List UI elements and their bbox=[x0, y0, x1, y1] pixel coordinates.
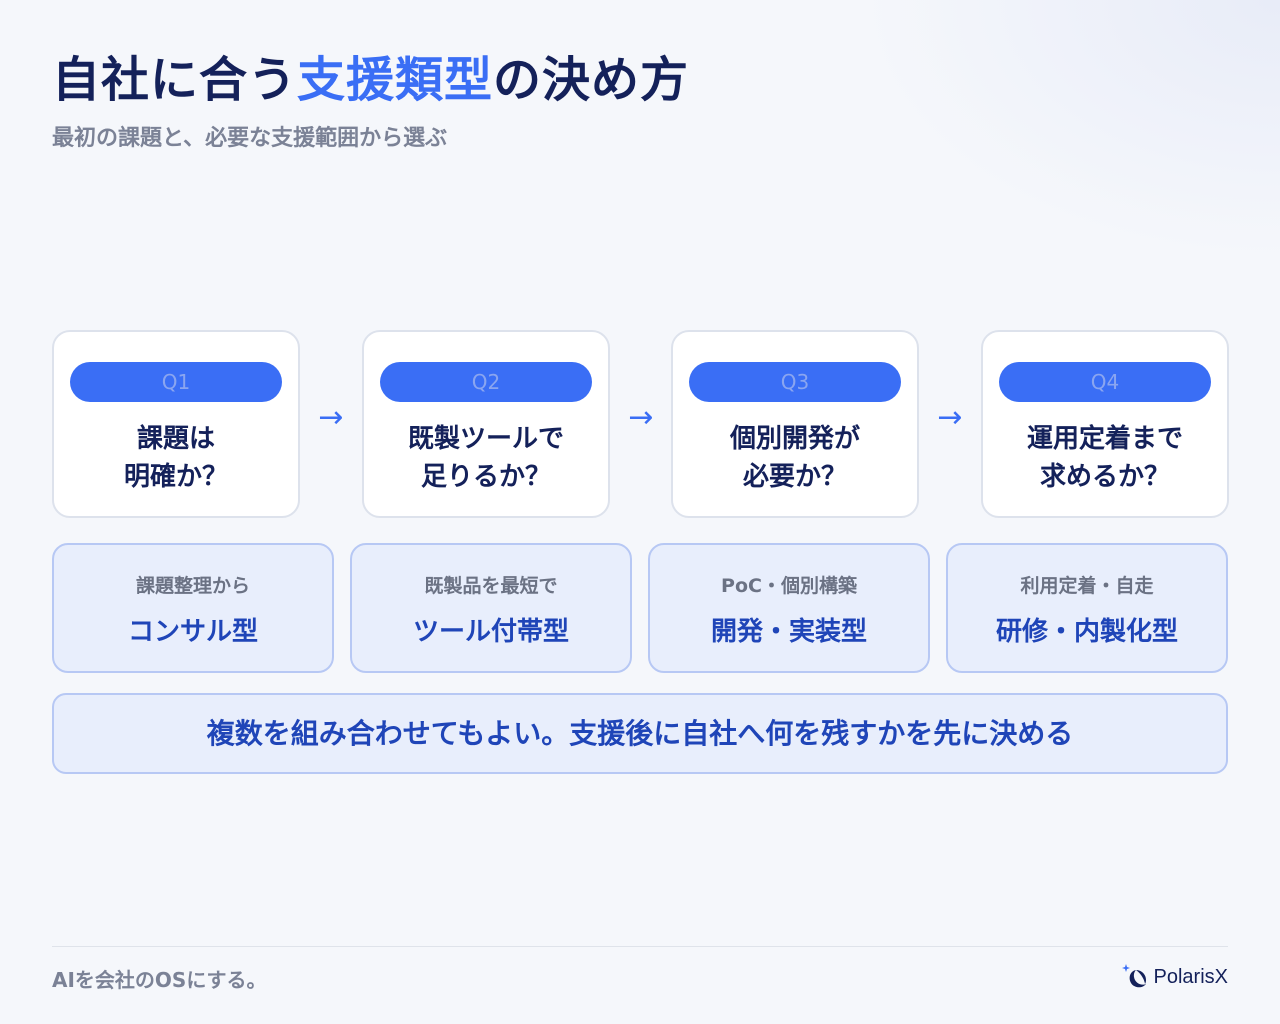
question-card-q2: Q2 既製ツールで 足りるか？ bbox=[362, 330, 610, 518]
support-type-name: 研修・内製化型 bbox=[995, 617, 1178, 647]
question-card-q4: Q4 運用定着まで 求めるか？ bbox=[981, 330, 1229, 518]
question-text-q3: 個別開発が 必要か？ bbox=[729, 424, 860, 492]
page-title: 自社に合う支援類型の決め方 bbox=[52, 40, 689, 110]
polaris-star-moon-icon bbox=[1121, 964, 1146, 988]
support-type-sub: 利用定着・自走 bbox=[1020, 575, 1154, 597]
page-subtitle: 最初の課題と、必要な支援範囲から選ぶ bbox=[52, 126, 448, 151]
support-type-card-training: 利用定着・自走 研修・内製化型 bbox=[946, 543, 1228, 673]
brand-logo-text: PolarisX bbox=[1153, 965, 1228, 988]
title-accent: 支援類型 bbox=[297, 52, 494, 108]
question-text-q1: 課題は 明確か？ bbox=[123, 424, 228, 492]
support-type-sub: 課題整理から bbox=[135, 575, 250, 597]
note-banner: 複数を組み合わせてもよい。支援後に自社へ何を残すかを先に決める bbox=[52, 693, 1228, 774]
question-label-q3: Q3 bbox=[689, 362, 901, 402]
arrow-icon: → bbox=[628, 400, 654, 435]
support-type-sub: 既製品を最短で bbox=[424, 575, 558, 597]
support-type-name: コンサル型 bbox=[127, 617, 258, 647]
question-text-q2: 既製ツールで 足りるか？ bbox=[407, 424, 564, 492]
support-type-card-dev: PoC・個別構築 開発・実装型 bbox=[648, 543, 930, 673]
footer-divider bbox=[52, 946, 1228, 947]
title-part2: の決め方 bbox=[493, 52, 690, 108]
question-label-q1: Q1 bbox=[70, 362, 282, 402]
question-card-q1: Q1 課題は 明確か？ bbox=[52, 330, 300, 518]
question-label-q2: Q2 bbox=[380, 362, 592, 402]
support-type-name: 開発・実装型 bbox=[710, 617, 867, 647]
arrow-icon: → bbox=[318, 400, 344, 435]
support-type-card-tool: 既製品を最短で ツール付帯型 bbox=[350, 543, 632, 673]
support-type-sub: PoC・個別構築 bbox=[721, 575, 857, 597]
question-row: Q1 課題は 明確か？ → Q2 既製ツールで 足りるか？ → Q3 個別開発が… bbox=[52, 330, 1229, 518]
question-label-q4: Q4 bbox=[999, 362, 1211, 402]
title-part1: 自社に合う bbox=[52, 52, 298, 108]
support-type-card-consult: 課題整理から コンサル型 bbox=[52, 543, 334, 673]
footer-tagline: AIを会社のOSにする。 bbox=[52, 968, 267, 992]
brand-logo: PolarisX bbox=[1121, 962, 1228, 992]
support-type-row: 課題整理から コンサル型 既製品を最短で ツール付帯型 PoC・個別構築 開発・… bbox=[52, 543, 1228, 673]
background-glow bbox=[860, 0, 1280, 260]
question-text-q4: 運用定着まで 求めるか？ bbox=[1026, 424, 1183, 492]
support-type-name: ツール付帯型 bbox=[412, 617, 569, 647]
question-card-q3: Q3 個別開発が 必要か？ bbox=[671, 330, 919, 518]
arrow-icon: → bbox=[937, 400, 963, 435]
